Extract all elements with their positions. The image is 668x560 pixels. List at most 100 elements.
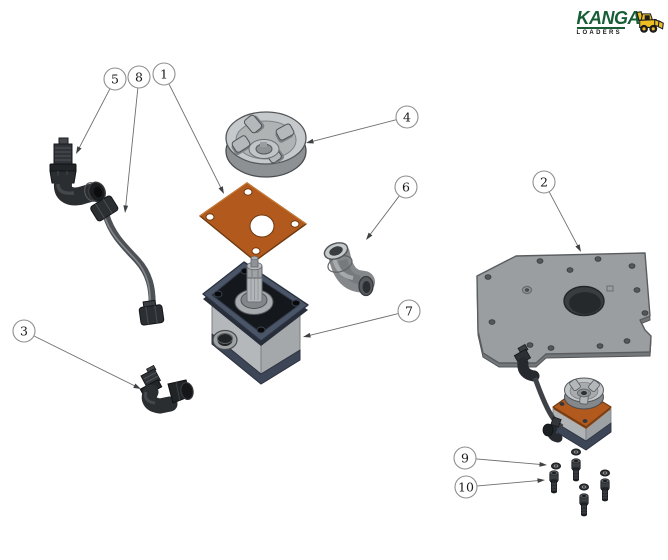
callout-number: 3 bbox=[20, 323, 28, 338]
pump-drive-shaft bbox=[234, 255, 274, 315]
callout-leader-line bbox=[306, 313, 398, 337]
callout-arrowhead bbox=[218, 186, 224, 194]
callout-3-elbow-fitting-lower: 3 bbox=[12, 319, 141, 389]
callout-arrowhead bbox=[133, 383, 141, 389]
callout-balloon bbox=[12, 319, 36, 343]
plate-bolt-holes bbox=[484, 256, 649, 351]
tube-body bbox=[102, 213, 156, 309]
callout-balloon bbox=[394, 175, 418, 199]
callout-leader-line bbox=[368, 195, 400, 238]
callout-9-washer: 9 bbox=[453, 446, 547, 470]
part-elbow-adaptor bbox=[323, 242, 375, 297]
elbow3-end-face bbox=[180, 381, 194, 401]
asm-top-elbow bbox=[517, 357, 540, 382]
callout-number: 2 bbox=[540, 174, 548, 189]
brand-logo: KANGA LOADERS bbox=[576, 8, 665, 36]
callout-4-drive-coupling: 4 bbox=[306, 105, 419, 144]
elbow-adaptor-bore bbox=[329, 246, 343, 256]
callout-number: 9 bbox=[461, 450, 469, 465]
part-elbow-fitting-upper bbox=[49, 137, 106, 206]
asm-coupling bbox=[564, 377, 604, 410]
pump-body-dark-band bbox=[211, 333, 301, 385]
plate-square-hole bbox=[606, 285, 614, 292]
callout-leader-line bbox=[476, 458, 544, 466]
cap-screw bbox=[579, 493, 589, 517]
washer bbox=[579, 483, 590, 491]
elbow5-end-bore bbox=[93, 186, 103, 198]
callout-arrowhead bbox=[539, 461, 547, 467]
cap-screw bbox=[571, 458, 581, 482]
asm-hose-assembly bbox=[513, 343, 564, 443]
callout-number: 4 bbox=[403, 109, 411, 124]
part-cap-screws bbox=[549, 458, 610, 517]
callout-number: 5 bbox=[111, 71, 119, 86]
callout-leader-line bbox=[77, 88, 111, 151]
callout-leader-line bbox=[168, 84, 223, 191]
callout-leader-line bbox=[34, 335, 138, 388]
gasket-corner-holes bbox=[205, 188, 300, 255]
callout-5-elbow-fitting-upper: 5 bbox=[76, 67, 127, 154]
elbow-adaptor-shade bbox=[338, 258, 361, 285]
callout-arrowhead bbox=[306, 138, 314, 144]
callout-number: 8 bbox=[135, 69, 143, 84]
gasket-edge-highlight bbox=[199, 182, 307, 225]
callout-balloon bbox=[397, 299, 421, 323]
callout-2-mounting-plate: 2 bbox=[532, 170, 581, 252]
callout-1-mounting-gasket: 1 bbox=[152, 62, 224, 194]
tube-highlight bbox=[103, 214, 151, 308]
callout-arrowhead bbox=[366, 232, 373, 240]
asm-left-fitting-stud bbox=[550, 416, 562, 428]
callout-leader-line bbox=[309, 119, 396, 143]
elbow5-threads bbox=[55, 147, 71, 161]
callout-number: 10 bbox=[458, 479, 474, 494]
callout-balloon bbox=[454, 475, 478, 499]
part-mounting-gasket bbox=[199, 182, 307, 262]
brand-text-block: KANGA LOADERS bbox=[576, 8, 641, 36]
callout-arrowhead bbox=[575, 244, 581, 252]
gasket-center-hole bbox=[249, 214, 275, 238]
brand-underline bbox=[576, 27, 625, 29]
elbow5-tip bbox=[58, 137, 69, 145]
part-mounting-plate bbox=[476, 252, 652, 368]
brand-name: KANGA bbox=[576, 8, 641, 28]
part-formed-tube bbox=[90, 195, 165, 326]
callout-balloon bbox=[127, 65, 151, 89]
callout-balloon bbox=[453, 446, 477, 470]
callout-balloon bbox=[532, 170, 556, 194]
pump-side-port bbox=[212, 329, 238, 351]
callout-10-cap-screw: 10 bbox=[454, 475, 545, 499]
callout-number: 6 bbox=[402, 179, 410, 194]
callout-6-elbow-adaptor: 6 bbox=[366, 175, 418, 240]
washer bbox=[551, 462, 562, 470]
part-elbow-fitting-lower bbox=[139, 364, 194, 414]
part-drive-coupling bbox=[225, 111, 307, 178]
callout-number: 1 bbox=[160, 66, 168, 81]
tube-top-nut bbox=[90, 195, 119, 222]
callout-7-hydraulic-gear-pump: 7 bbox=[303, 299, 421, 338]
washer bbox=[600, 469, 611, 477]
plate-ringed-hole bbox=[521, 285, 533, 295]
callout-leader-line bbox=[124, 88, 139, 210]
washer bbox=[571, 448, 582, 456]
elbow5-highlight bbox=[56, 183, 75, 195]
cap-screw bbox=[600, 478, 610, 502]
callout-balloon bbox=[152, 62, 176, 86]
tube-bottom-nut bbox=[138, 299, 165, 326]
callout-arrowhead bbox=[537, 478, 545, 484]
asm-left-fitting-face bbox=[542, 423, 554, 437]
cap-screw bbox=[549, 470, 559, 494]
callout-number: 7 bbox=[405, 303, 413, 318]
loader-vehicle-icon bbox=[636, 11, 664, 33]
coupling-keyway bbox=[260, 142, 267, 147]
callout-balloon bbox=[103, 67, 127, 91]
part-washers bbox=[551, 448, 611, 491]
elbow-adaptor-end-bore bbox=[362, 281, 371, 293]
callout-8-formed-tube: 8 bbox=[123, 65, 151, 213]
callout-arrowhead bbox=[76, 146, 82, 154]
elbow5-threaded-stem bbox=[53, 143, 73, 166]
callout-leader-line bbox=[548, 191, 580, 249]
plate-face bbox=[476, 252, 652, 364]
pump-flange-bolt-holes bbox=[213, 267, 301, 334]
